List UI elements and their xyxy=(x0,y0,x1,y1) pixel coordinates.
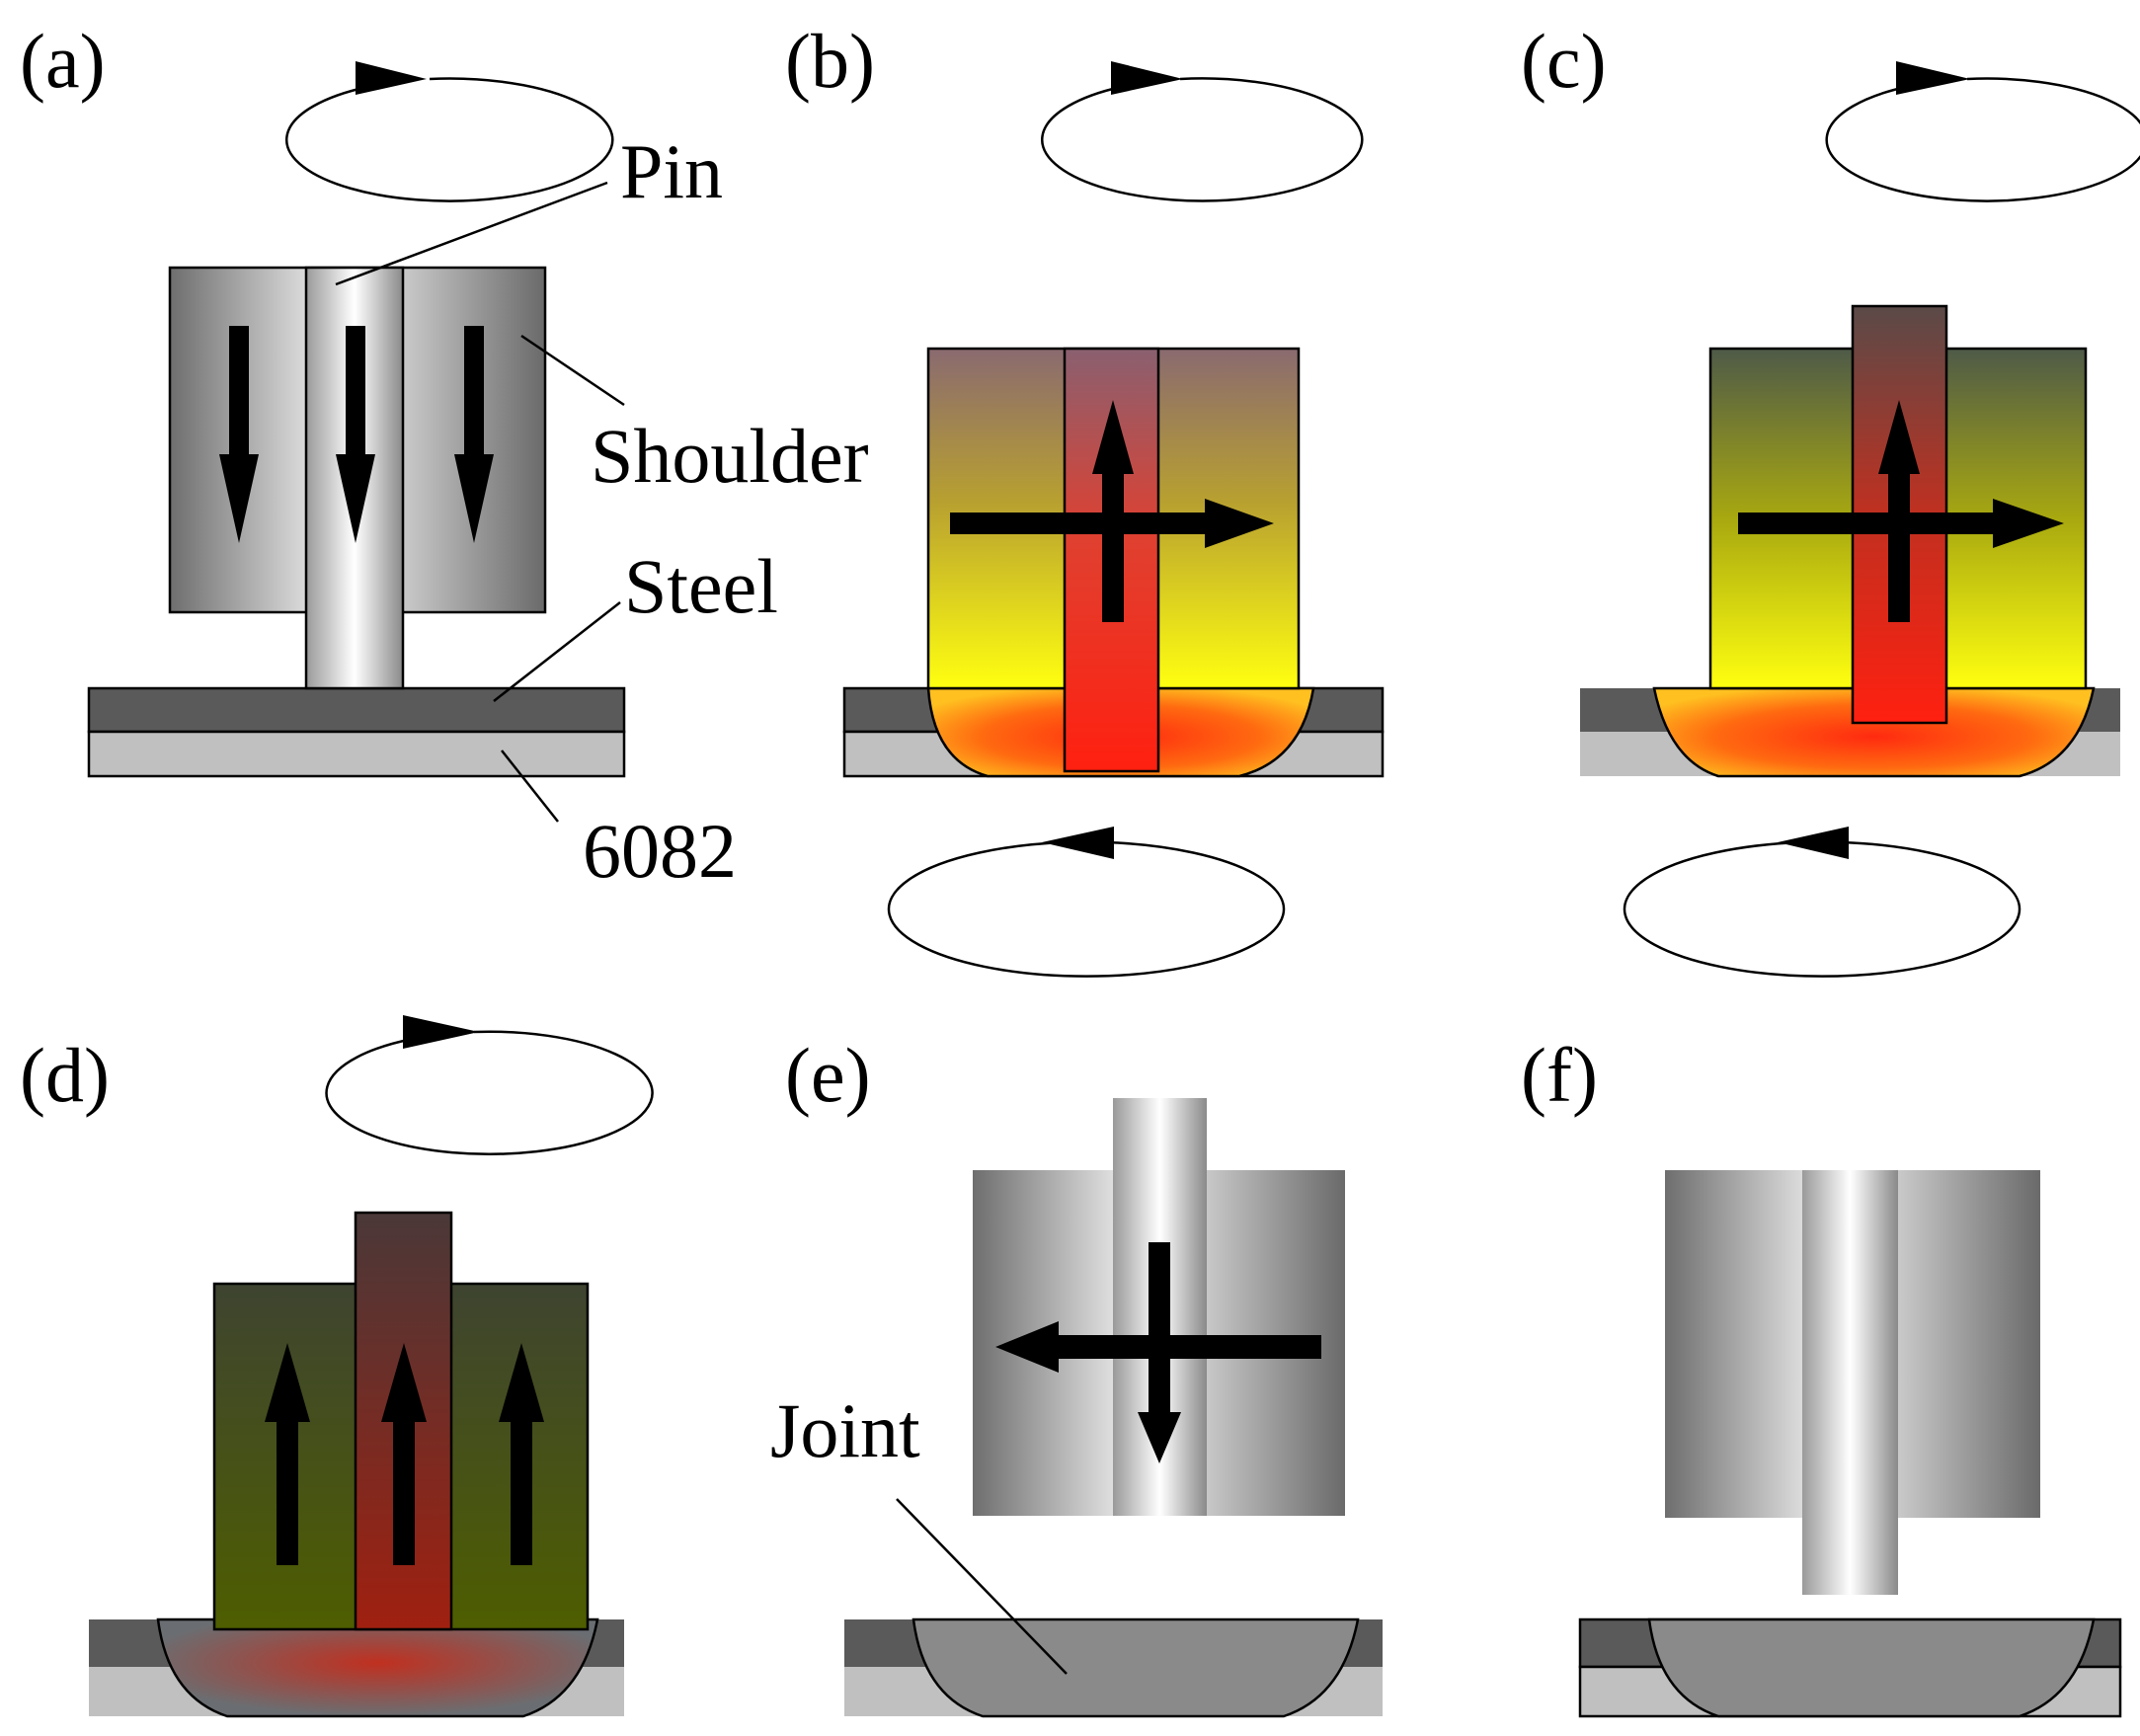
rotation-indicator-d xyxy=(325,1015,654,1155)
rotation-arrowhead-icon xyxy=(1778,827,1849,859)
plunge-arrows-down xyxy=(219,326,494,543)
rotation-indicator-c-bottom xyxy=(1623,827,2021,978)
aluminium-plate xyxy=(87,730,626,778)
retract-arrows-up xyxy=(265,1343,544,1565)
panel-d: (d) xyxy=(20,1015,654,1718)
panel-b-label: (b) xyxy=(785,18,875,104)
rotation-indicator-b-bottom xyxy=(887,827,1286,978)
pin-callout: Pin xyxy=(620,128,723,214)
shoulder-leader-line xyxy=(520,334,625,407)
panel-d-label: (d) xyxy=(20,1032,110,1118)
rotation-arrowhead-icon xyxy=(1042,827,1114,859)
panel-c: (c) xyxy=(1521,18,2140,978)
rotation-arrowhead-icon xyxy=(356,61,427,95)
pin xyxy=(1802,1170,1898,1595)
steel-plate xyxy=(87,686,626,734)
motion-arrows xyxy=(1738,400,2064,622)
joint-leader-line xyxy=(896,1498,1068,1675)
rotation-arrowhead-icon xyxy=(1896,61,1970,95)
rotation-arrowhead-icon xyxy=(403,1015,479,1049)
motion-arrows xyxy=(950,400,1274,622)
steel-callout: Steel xyxy=(624,543,778,629)
aluminium-callout: 6082 xyxy=(583,808,737,894)
panel-e-label: (e) xyxy=(785,1032,871,1118)
rotation-indicator-c-top xyxy=(1825,61,2140,202)
panel-a: (a) Pin Shoulder Steel 6082 xyxy=(20,18,869,894)
panel-b: (b) xyxy=(785,18,1385,978)
rotation-arrowhead-icon xyxy=(1111,61,1183,95)
panel-c-label: (c) xyxy=(1521,18,1607,104)
stir-zone xyxy=(1652,686,2096,778)
stir-zone xyxy=(156,1618,599,1718)
aluminium-leader-line xyxy=(501,750,559,823)
joint xyxy=(911,1618,1360,1718)
rotation-indicator-b-top xyxy=(1041,61,1364,202)
shoulder-callout: Shoulder xyxy=(591,413,869,499)
joint xyxy=(1647,1618,2096,1718)
rotation-indicator-a xyxy=(285,61,614,202)
panel-f-label: (f) xyxy=(1521,1032,1598,1118)
panel-a-label: (a) xyxy=(20,18,106,104)
panel-e: (e) Joint xyxy=(770,1032,1383,1718)
withdraw-arrows xyxy=(995,1242,1321,1463)
steel-leader-line xyxy=(493,601,621,702)
panel-f: (f) xyxy=(1521,1032,2122,1718)
joint-callout: Joint xyxy=(770,1387,920,1473)
pin-leader-line xyxy=(335,181,608,286)
